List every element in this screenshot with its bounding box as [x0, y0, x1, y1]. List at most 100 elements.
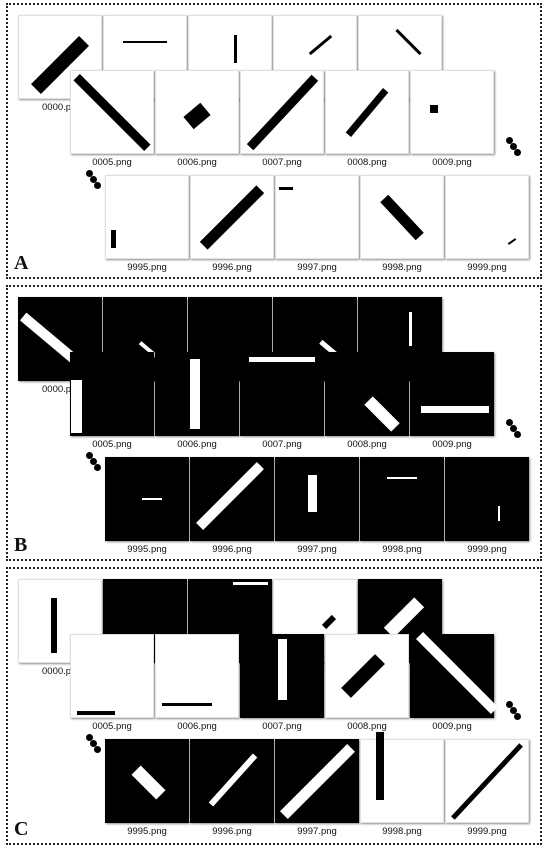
bar-shape [307, 474, 317, 512]
bar-shape [70, 379, 82, 433]
dot [90, 458, 97, 465]
bar-shape [421, 405, 489, 413]
image-thumbnail[interactable] [105, 175, 189, 259]
bar-shape [196, 462, 264, 530]
bar-shape [246, 74, 318, 150]
file-name-label: 0006.png [177, 157, 217, 168]
bar-shape [249, 356, 315, 362]
bar-shape [507, 237, 517, 245]
image-thumbnail[interactable] [155, 634, 239, 718]
dot [94, 746, 101, 753]
file-name-label: 0000.p [42, 102, 72, 113]
image-thumbnail[interactable] [70, 634, 154, 718]
file-name-label: 0000.p [42, 384, 72, 395]
bar-shape [341, 654, 385, 698]
panel-label: A [14, 252, 29, 274]
bar-shape [199, 184, 265, 250]
image-thumbnail[interactable] [70, 70, 154, 154]
file-name-label: 0008.png [347, 439, 387, 450]
image-thumbnail[interactable] [240, 70, 324, 154]
file-name-label: 9998.png [382, 544, 422, 555]
image-thumbnail[interactable] [105, 739, 189, 823]
dot [506, 137, 513, 144]
image-thumbnail[interactable] [325, 352, 409, 436]
ellipsis-dots-icon [86, 734, 101, 756]
file-name-label: 0009.png [432, 439, 472, 450]
file-name-label: 9996.png [212, 826, 252, 837]
bar-shape [415, 631, 499, 715]
bar-shape [345, 87, 389, 137]
image-thumbnail[interactable] [240, 352, 324, 436]
file-name-label: 9999.png [467, 826, 507, 837]
file-name-label: 9995.png [127, 544, 167, 555]
image-thumbnail[interactable] [410, 352, 494, 436]
file-name-label: 0007.png [262, 439, 302, 450]
bar-shape [142, 498, 162, 500]
bar-shape [162, 702, 212, 706]
image-thumbnail[interactable] [275, 175, 359, 259]
image-thumbnail[interactable] [190, 175, 274, 259]
dot [86, 734, 93, 741]
bar-shape [451, 742, 523, 820]
file-name-label: 0005.png [92, 439, 132, 450]
image-thumbnail[interactable] [70, 352, 154, 436]
ellipsis-dots-icon [86, 170, 101, 192]
image-thumbnail[interactable] [445, 457, 529, 541]
bar-shape [308, 34, 332, 56]
image-thumbnail[interactable] [155, 352, 239, 436]
file-name-label: 0005.png [92, 157, 132, 168]
ellipsis-dots-icon [86, 452, 101, 474]
image-thumbnail[interactable] [360, 175, 444, 259]
image-thumbnail[interactable] [190, 457, 274, 541]
file-name-label: 9998.png [382, 826, 422, 837]
image-thumbnail[interactable] [275, 457, 359, 541]
dot [506, 419, 513, 426]
file-name-label: 9996.png [212, 262, 252, 273]
file-name-label: 0007.png [262, 721, 302, 732]
dot [90, 740, 97, 747]
bar-shape [51, 597, 57, 653]
dot [86, 170, 93, 177]
ellipsis-dots-icon [506, 701, 521, 723]
bar-shape [77, 711, 115, 715]
file-name-label: 0005.png [92, 721, 132, 732]
image-thumbnail[interactable] [275, 739, 359, 823]
dot [510, 707, 517, 714]
bar-shape [279, 186, 293, 190]
bar-shape [233, 35, 237, 63]
image-thumbnail[interactable] [410, 631, 499, 718]
bar-shape [110, 230, 116, 248]
dot [506, 701, 513, 708]
image-thumbnail[interactable] [105, 457, 189, 541]
file-name-label: 9999.png [467, 262, 507, 273]
image-thumbnail[interactable] [445, 739, 529, 823]
bar-shape [123, 41, 167, 43]
file-name-label: 0008.png [347, 157, 387, 168]
image-thumbnail[interactable] [325, 70, 409, 154]
file-name-label: 9997.png [297, 826, 337, 837]
file-name-label: 0008.png [347, 721, 387, 732]
file-name-label: 9998.png [382, 262, 422, 273]
image-thumbnail[interactable] [445, 175, 529, 259]
bar-shape [321, 614, 337, 630]
bar-shape [408, 312, 412, 346]
bar-shape [73, 73, 151, 151]
bar-shape [208, 753, 258, 807]
bar-shape [183, 102, 211, 130]
file-name-label: 0009.png [432, 721, 472, 732]
ellipsis-dots-icon [506, 137, 521, 159]
ellipsis-dots-icon [506, 419, 521, 441]
bar-shape [380, 194, 424, 240]
image-thumbnail[interactable] [190, 739, 274, 823]
image-thumbnail[interactable] [155, 70, 239, 154]
image-thumbnail[interactable] [360, 457, 444, 541]
dot [514, 149, 521, 156]
image-thumbnail[interactable] [325, 634, 409, 718]
image-thumbnail[interactable] [240, 634, 324, 718]
dot [514, 431, 521, 438]
image-thumbnail[interactable] [410, 70, 494, 154]
dot [510, 143, 517, 150]
file-name-label: 0006.png [177, 721, 217, 732]
image-thumbnail[interactable] [360, 732, 444, 823]
